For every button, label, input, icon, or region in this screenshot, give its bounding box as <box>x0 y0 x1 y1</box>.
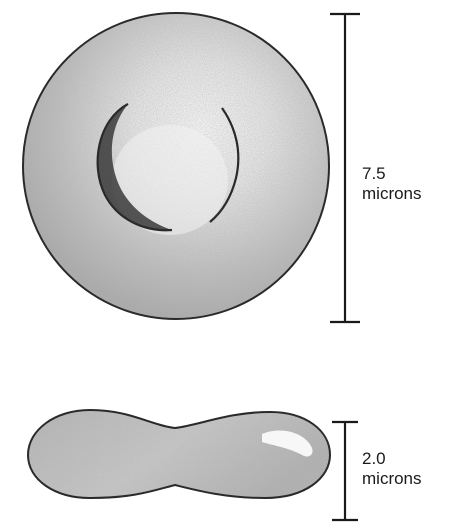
cell-top-view <box>20 10 340 330</box>
cell-side-view <box>20 400 340 510</box>
thickness-unit: microns <box>362 469 422 489</box>
diameter-value: 7.5 <box>362 164 422 184</box>
diameter-unit: microns <box>362 184 422 204</box>
thickness-label: 2.0 microns <box>362 449 422 489</box>
diameter-scale-bar <box>330 14 360 322</box>
thickness-scale-bar <box>332 422 358 520</box>
diameter-label: 7.5 microns <box>362 164 422 204</box>
thickness-value: 2.0 <box>362 449 422 469</box>
